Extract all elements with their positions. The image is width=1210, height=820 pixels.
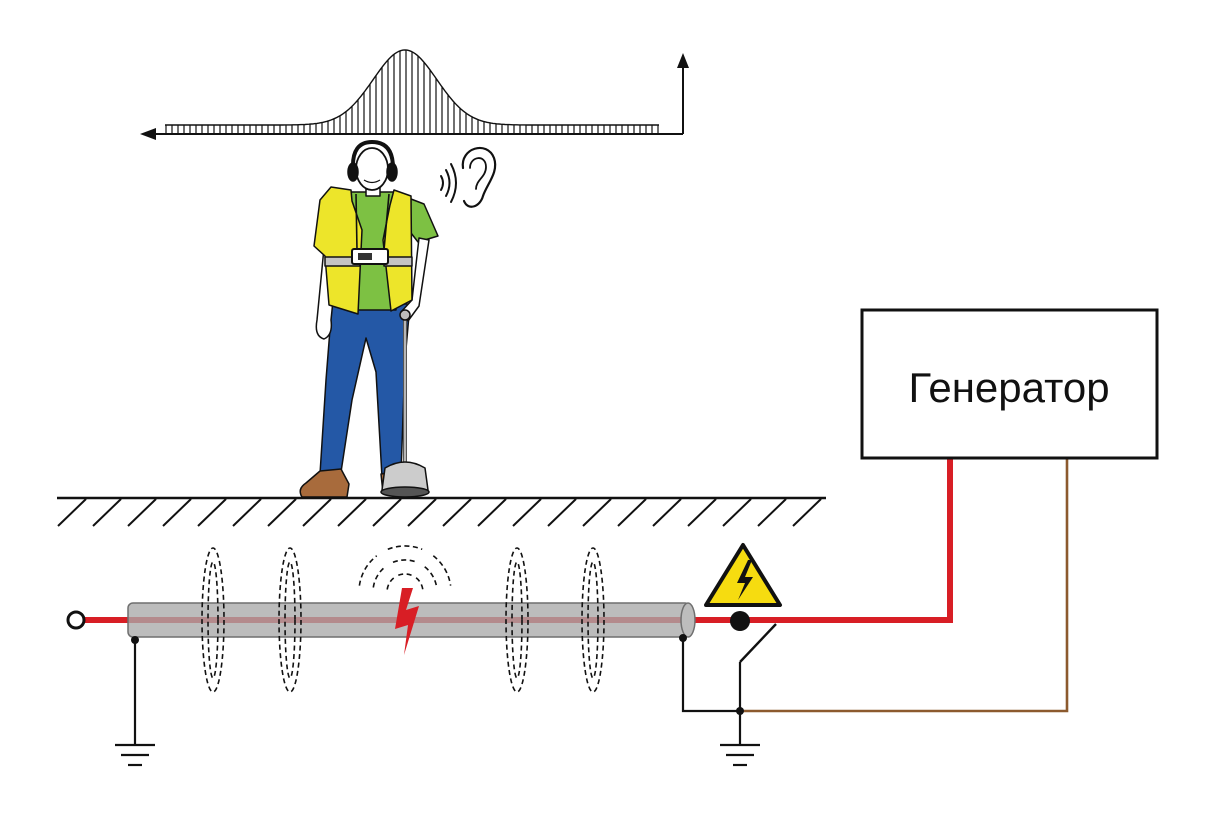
sound-wave-arc: [445, 169, 451, 197]
ground-hatch-line: [477, 498, 507, 527]
sound-waves-icon: [440, 163, 457, 203]
headphones-right-cup: [386, 162, 398, 182]
ground-junction: [736, 707, 744, 715]
acoustic-wave-arc: [372, 566, 386, 588]
probe-handle: [399, 309, 411, 321]
ground-symbol-icon: [115, 743, 155, 767]
generator-box: [860, 308, 1159, 460]
ground-hatch-line: [267, 498, 297, 527]
field-ring-outer: [278, 547, 302, 693]
operator-vest-right: [382, 189, 413, 312]
generator-unit: Генератор: [860, 308, 1159, 460]
headphones-band: [350, 140, 395, 169]
receiver-display: [358, 253, 372, 260]
device-strap: [383, 193, 390, 251]
acoustic-wave-arc: [358, 555, 378, 586]
field-ring-outer: [201, 547, 225, 693]
acoustic-wave-arc: [424, 566, 438, 588]
field-ring-inner: [587, 561, 599, 679]
acoustic-wave-arc: [386, 577, 395, 590]
ground-hatch-line: [617, 498, 647, 527]
return-wire-to-generator: [740, 458, 1069, 713]
magnetic-field-rings: [201, 547, 605, 693]
operator-figure: [299, 140, 439, 498]
warning-lightning-bolt: [737, 560, 753, 600]
acoustic-waves-at-fault: [358, 545, 452, 590]
field-ring-outer: [505, 547, 529, 693]
lightning-fault-icon: [395, 588, 419, 655]
acoustic-wave-arc: [392, 559, 418, 564]
ground-surface-hatch: [57, 498, 822, 527]
headphones-icon: [347, 140, 398, 182]
ear-inner-curl: [469, 157, 487, 190]
connection-node: [730, 611, 750, 631]
switch-blade: [739, 623, 777, 663]
ground-hatch-line: [337, 498, 367, 527]
ground-hatch-line: [197, 498, 227, 527]
device-strap: [355, 193, 358, 251]
ground-hatch-line: [92, 498, 122, 527]
operator-left-shoe: [299, 468, 350, 498]
ground-hatch-line: [57, 498, 87, 527]
acoustic-wave-arc: [415, 577, 424, 590]
field-ring-inner: [207, 561, 219, 679]
ground-hatch-line: [792, 498, 822, 527]
ground-hatch-line: [127, 498, 157, 527]
field-ring-inner: [511, 561, 523, 679]
ground-hatch-line: [547, 498, 577, 527]
ground-hatch-line: [757, 498, 787, 527]
high-voltage-warning-icon: [704, 543, 782, 607]
signal-profile-curve: [165, 49, 659, 126]
ground-hatch-line: [162, 498, 192, 527]
ear-icon: [461, 147, 497, 208]
headphones-left-cup: [347, 162, 359, 182]
field-ring-inner: [284, 561, 296, 679]
cable-far-end-terminal: [66, 610, 86, 630]
ground-sensor: [381, 461, 429, 491]
acoustic-wave-arc: [432, 555, 452, 586]
ear-outline: [461, 147, 497, 208]
ground-hatch-line: [582, 498, 612, 527]
field-ring-outer: [581, 547, 605, 693]
signal-profile-bars: [165, 50, 659, 134]
ground-hatch-line: [372, 498, 402, 527]
ground-hatch-line: [407, 498, 437, 527]
signal-profile-graph: [140, 49, 689, 140]
horizontal-axis-arrow: [140, 128, 156, 140]
sound-wave-arc: [450, 163, 457, 203]
operator-jeans: [319, 303, 411, 478]
generator-label: Генератор: [908, 364, 1109, 411]
vertical-axis-arrow: [677, 53, 689, 68]
ground-hatch-line: [652, 498, 682, 527]
ground-symbol-icon: [720, 743, 760, 767]
ground-hatch-line: [302, 498, 332, 527]
ground-hatch-line: [442, 498, 472, 527]
acoustic-wave-arc: [387, 545, 423, 551]
sheath-to-ground-lead: [681, 638, 740, 713]
operator-mouth: [363, 179, 381, 184]
sound-wave-arc: [440, 175, 444, 191]
cable-end-cap: [680, 602, 696, 638]
ground-sensor-base: [380, 486, 430, 498]
ground-hatch-line: [512, 498, 542, 527]
acoustic-wave-arc: [398, 573, 412, 577]
ground-hatch-line: [722, 498, 752, 527]
ground-hatch-line: [687, 498, 717, 527]
operator-head: [355, 147, 389, 191]
ground-hatch-line: [232, 498, 262, 527]
